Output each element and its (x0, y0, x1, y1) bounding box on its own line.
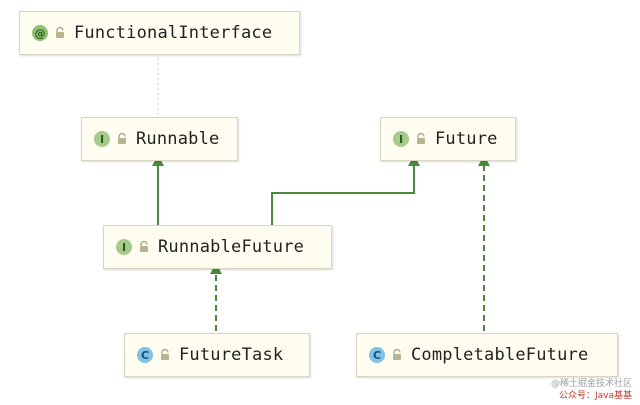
node-completable-future[interactable]: C CompletableFuture (356, 333, 618, 377)
node-future-task[interactable]: C FutureTask (124, 333, 310, 377)
lock-open-icon (140, 241, 148, 252)
class-badge-icon: C (137, 347, 153, 363)
node-label: RunnableFuture (158, 237, 305, 257)
interface-badge-icon: I (116, 239, 132, 255)
node-label: CompletableFuture (411, 345, 589, 365)
watermark-account: 公众号：Java基基 (558, 391, 632, 401)
lock-open-icon (118, 133, 126, 144)
node-label: Runnable (136, 129, 220, 149)
lock-open-icon (393, 349, 401, 360)
lock-open-icon (417, 133, 425, 144)
node-label: Future (435, 129, 498, 149)
lock-open-icon (161, 349, 169, 360)
node-runnable[interactable]: I Runnable (81, 117, 238, 161)
node-future[interactable]: I Future (380, 117, 516, 161)
edge-runnablefuture-future (271, 155, 420, 225)
annotation-badge-icon: @ (32, 25, 48, 41)
class-badge-icon: C (369, 347, 385, 363)
node-label: FunctionalInterface (74, 23, 273, 43)
node-functional-interface[interactable]: @ FunctionalInterface (19, 11, 300, 55)
node-label: FutureTask (179, 345, 284, 365)
interface-badge-icon: I (393, 131, 409, 147)
interface-badge-icon: I (94, 131, 110, 147)
lock-open-icon (56, 27, 64, 38)
watermark-community: @稀土掘金技术社区 (550, 379, 632, 389)
node-runnable-future[interactable]: I RunnableFuture (103, 225, 332, 269)
